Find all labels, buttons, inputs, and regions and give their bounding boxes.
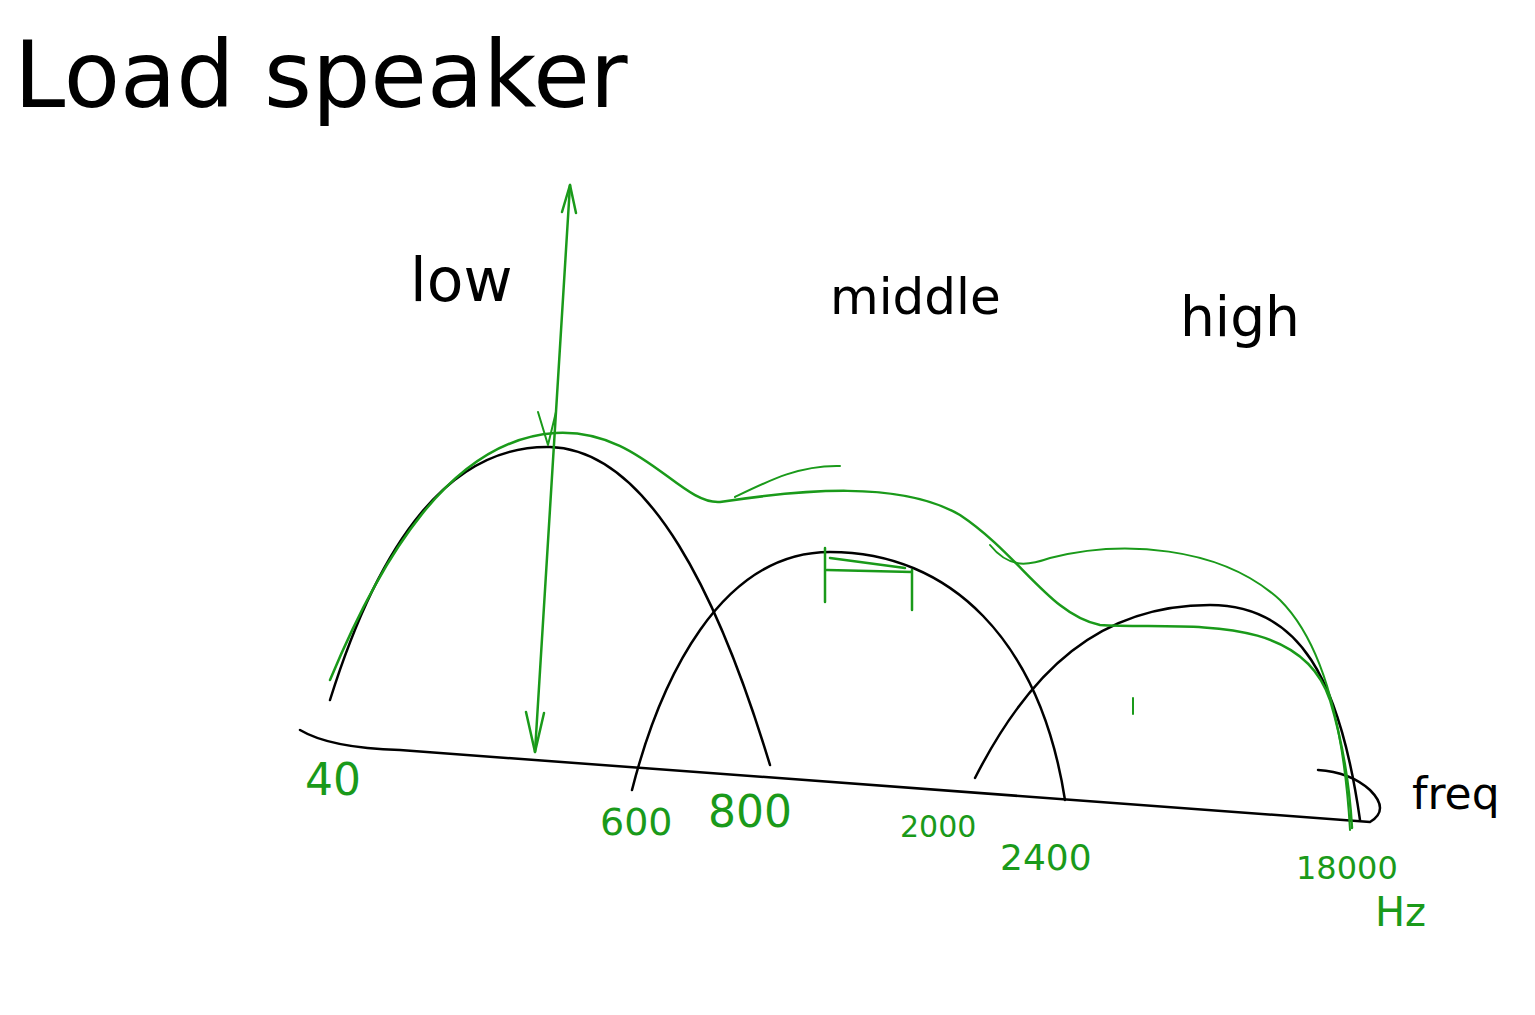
axis-label: freq: [1412, 772, 1500, 816]
arrow-head: [526, 712, 544, 752]
sketch-stroke: [735, 466, 840, 497]
frequency-value: 18000: [1296, 852, 1398, 884]
high-band-curve: [975, 605, 1360, 820]
band-label: middle: [830, 272, 1001, 322]
bandwidth-bracket: [825, 548, 912, 610]
arrow-head: [538, 412, 556, 445]
frequency-value: 600: [600, 803, 673, 841]
alternative-response-curve: [990, 545, 1350, 830]
frequency-value: 800: [708, 790, 792, 834]
total-response-curve: [330, 433, 1352, 828]
level-arrow: [535, 185, 570, 752]
unit-label: Hz: [1375, 892, 1426, 932]
sketch-stroke: [1132, 698, 1134, 714]
frequency-value: 40: [305, 758, 361, 802]
diagram-title: Load speaker: [14, 30, 628, 122]
band-label: high: [1180, 290, 1300, 345]
arrow-head: [562, 185, 576, 213]
middle-band-curve: [632, 552, 1065, 800]
frequency-axis: [300, 730, 1380, 822]
band-label: low: [410, 250, 512, 310]
frequency-value: 2000: [900, 812, 976, 842]
frequency-value: 2400: [1000, 840, 1092, 876]
